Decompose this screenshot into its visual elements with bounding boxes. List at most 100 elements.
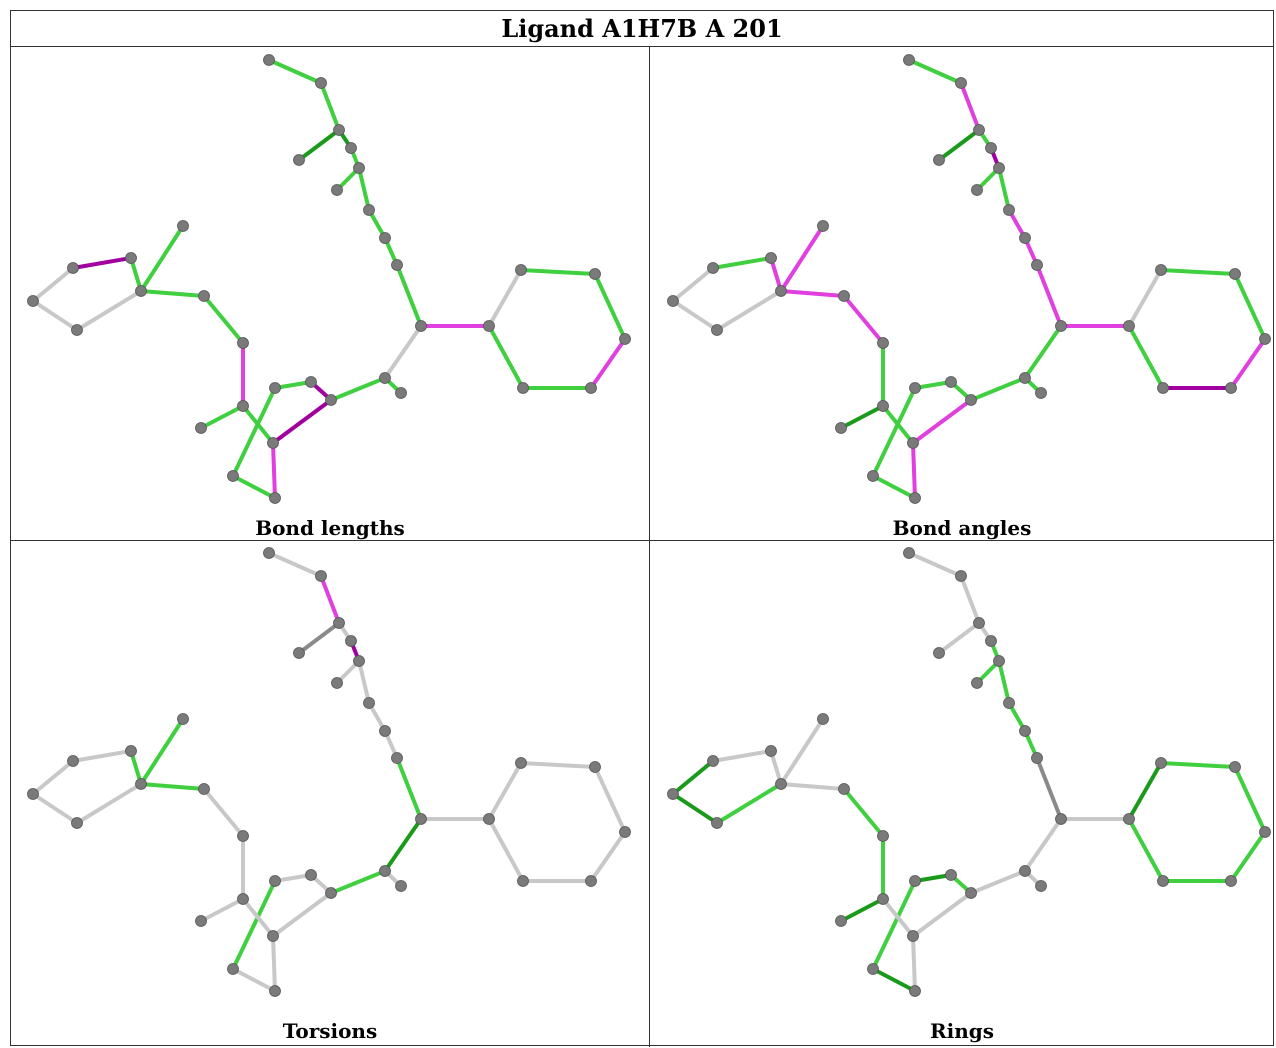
atom bbox=[985, 635, 997, 647]
bond bbox=[959, 81, 981, 132]
bond bbox=[671, 266, 715, 303]
atom bbox=[67, 262, 79, 274]
atom bbox=[903, 54, 915, 66]
atom bbox=[135, 285, 147, 297]
atom bbox=[907, 930, 919, 942]
atom bbox=[1055, 320, 1067, 332]
bond bbox=[231, 386, 277, 478]
atom bbox=[363, 697, 375, 709]
bond bbox=[395, 756, 423, 821]
atom bbox=[333, 124, 345, 136]
atom bbox=[483, 813, 495, 825]
atom bbox=[263, 54, 275, 66]
atom bbox=[985, 142, 997, 154]
bond bbox=[1127, 761, 1163, 821]
atom bbox=[1259, 826, 1271, 838]
atom bbox=[305, 376, 317, 388]
bond bbox=[357, 166, 371, 212]
bond bbox=[1229, 830, 1267, 883]
bond bbox=[671, 759, 715, 796]
caption-torsions: Torsions bbox=[282, 1019, 378, 1043]
bond bbox=[231, 879, 277, 971]
bond bbox=[273, 380, 313, 390]
bond bbox=[519, 268, 597, 276]
atom bbox=[195, 422, 207, 434]
atom bbox=[67, 755, 79, 767]
atom bbox=[269, 985, 281, 997]
bond bbox=[267, 551, 323, 578]
bond bbox=[31, 299, 79, 332]
bond bbox=[383, 324, 423, 380]
atom bbox=[1019, 865, 1031, 877]
bond bbox=[241, 404, 275, 445]
atom bbox=[707, 262, 719, 274]
atom bbox=[267, 437, 279, 449]
bond bbox=[139, 717, 185, 786]
bond bbox=[241, 897, 275, 938]
atom bbox=[415, 320, 427, 332]
bond bbox=[671, 792, 719, 825]
bond bbox=[271, 891, 333, 938]
atom bbox=[589, 268, 601, 280]
horizontal-divider bbox=[11, 540, 1273, 541]
atom bbox=[993, 655, 1005, 667]
bond bbox=[267, 58, 323, 85]
bond bbox=[593, 272, 627, 341]
atom bbox=[1157, 382, 1169, 394]
bond bbox=[871, 879, 917, 971]
atom bbox=[1031, 752, 1043, 764]
bond bbox=[71, 749, 133, 763]
atom bbox=[909, 492, 921, 504]
atom bbox=[345, 142, 357, 154]
bond bbox=[71, 256, 133, 270]
atom bbox=[585, 382, 597, 394]
atom bbox=[1229, 761, 1241, 773]
atom bbox=[909, 985, 921, 997]
bond bbox=[271, 398, 333, 445]
atom bbox=[877, 893, 889, 905]
atom bbox=[667, 788, 679, 800]
atom bbox=[903, 547, 915, 559]
atom bbox=[379, 232, 391, 244]
bond bbox=[1023, 324, 1063, 380]
bond bbox=[1159, 761, 1237, 769]
bond bbox=[1035, 263, 1063, 328]
atom bbox=[945, 376, 957, 388]
bond bbox=[715, 782, 783, 825]
bond bbox=[319, 81, 341, 132]
bond bbox=[715, 289, 783, 332]
atom bbox=[345, 635, 357, 647]
bond bbox=[1159, 268, 1237, 276]
bond bbox=[202, 294, 245, 345]
atom bbox=[269, 382, 281, 394]
atom bbox=[269, 875, 281, 887]
atom bbox=[965, 394, 977, 406]
atom bbox=[353, 655, 365, 667]
atom bbox=[331, 184, 343, 196]
bond bbox=[779, 717, 825, 786]
bond bbox=[1127, 817, 1165, 883]
atom bbox=[945, 869, 957, 881]
atom bbox=[415, 813, 427, 825]
panel-torsions: Torsions bbox=[11, 541, 649, 1045]
bond bbox=[839, 404, 885, 430]
atom bbox=[765, 745, 777, 757]
bond bbox=[937, 621, 981, 655]
atom bbox=[1003, 204, 1015, 216]
bond bbox=[319, 574, 341, 625]
molecule-torsions bbox=[27, 547, 631, 997]
atom bbox=[711, 817, 723, 829]
figure-title: Ligand A1H7B A 201 bbox=[11, 11, 1273, 47]
atom bbox=[1123, 813, 1135, 825]
atom bbox=[325, 394, 337, 406]
atom bbox=[1123, 320, 1135, 332]
atom bbox=[237, 830, 249, 842]
atom bbox=[933, 154, 945, 166]
atom bbox=[1031, 259, 1043, 271]
atom bbox=[333, 617, 345, 629]
atom bbox=[667, 295, 679, 307]
bond bbox=[871, 967, 917, 993]
atom bbox=[1035, 880, 1047, 892]
bond bbox=[273, 873, 313, 883]
atom bbox=[315, 570, 327, 582]
